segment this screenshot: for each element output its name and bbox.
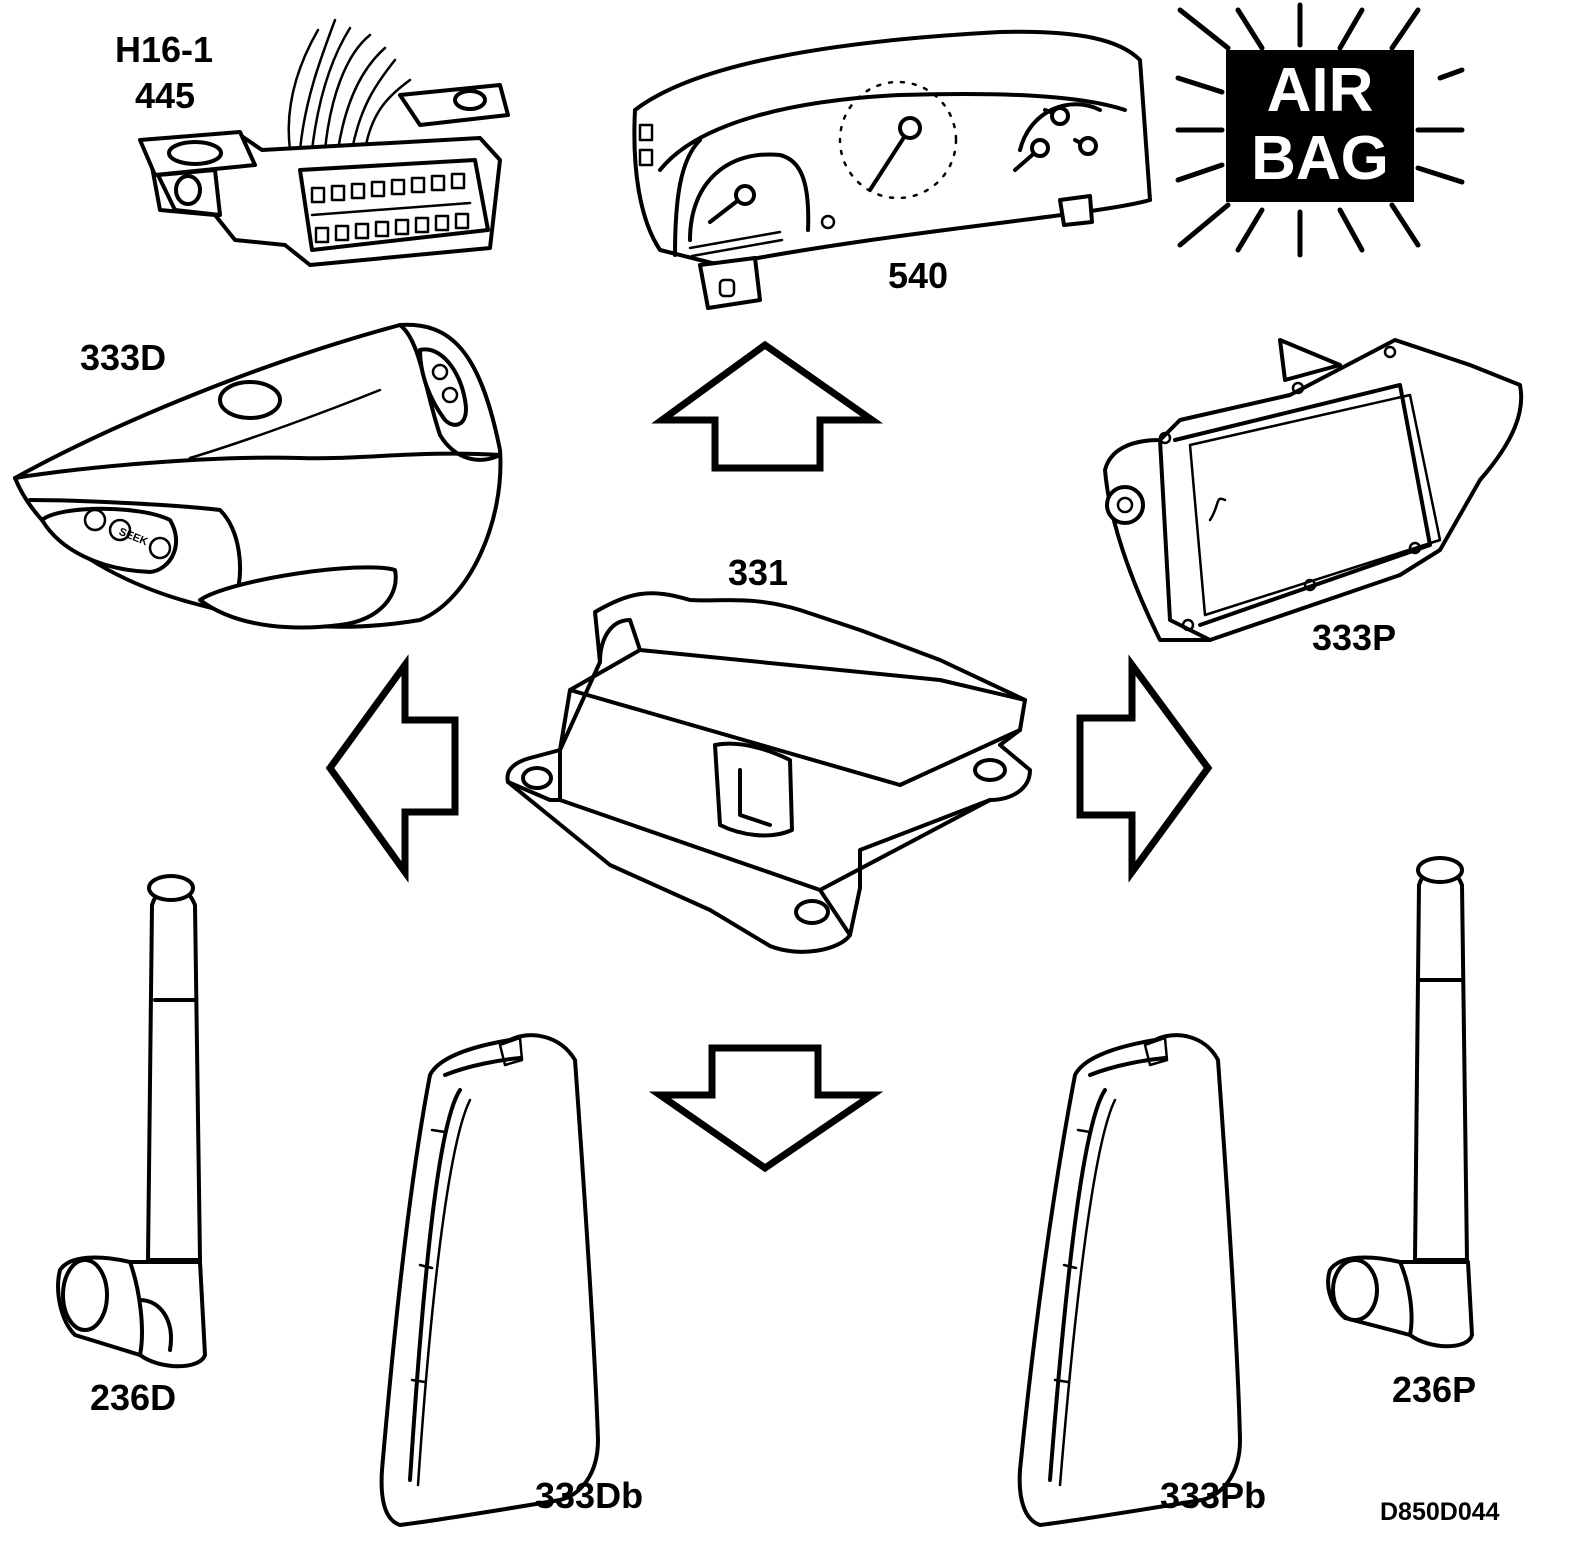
passenger-airbag-module <box>1103 338 1524 642</box>
instrument-cluster <box>632 29 1152 310</box>
side-airbag-driver <box>379 1033 600 1527</box>
label-control-module: 331 <box>728 552 789 593</box>
label-airbag-warning-line2: BAG <box>1251 124 1389 193</box>
driver-airbag-module <box>13 322 503 630</box>
diagnostic-connector <box>138 18 510 267</box>
label-driver-airbag: 333D <box>80 337 167 378</box>
figure-reference: D850D044 <box>1380 1498 1500 1526</box>
side-impact-sensor-passenger <box>1326 856 1474 1349</box>
arrow-right <box>1076 654 1213 883</box>
label-passenger-side-airbag: 333Pb <box>1160 1475 1267 1516</box>
label-driver-side-sensor: 236D <box>90 1377 177 1418</box>
label-passenger-airbag: 333P <box>1312 617 1397 658</box>
label-diagnostic-connector-number: 445 <box>135 75 196 116</box>
restraint-control-module <box>505 591 1032 954</box>
arrow-up <box>651 340 884 472</box>
label-instrument-cluster: 540 <box>888 255 949 296</box>
airbag-warning-panel <box>1226 50 1414 202</box>
airbag-warning-lamp <box>1175 2 1465 258</box>
side-impact-sensor-driver <box>56 874 207 1369</box>
arrow-left <box>325 654 459 883</box>
side-airbag-passenger <box>1017 1033 1242 1527</box>
label-diagnostic-connector-id: H16-1 <box>115 29 214 70</box>
label-airbag-warning-line1: AIR <box>1266 56 1374 125</box>
arrow-down <box>648 1044 884 1173</box>
label-passenger-side-sensor: 236P <box>1392 1369 1477 1410</box>
label-driver-side-airbag: 333Db <box>535 1475 644 1516</box>
